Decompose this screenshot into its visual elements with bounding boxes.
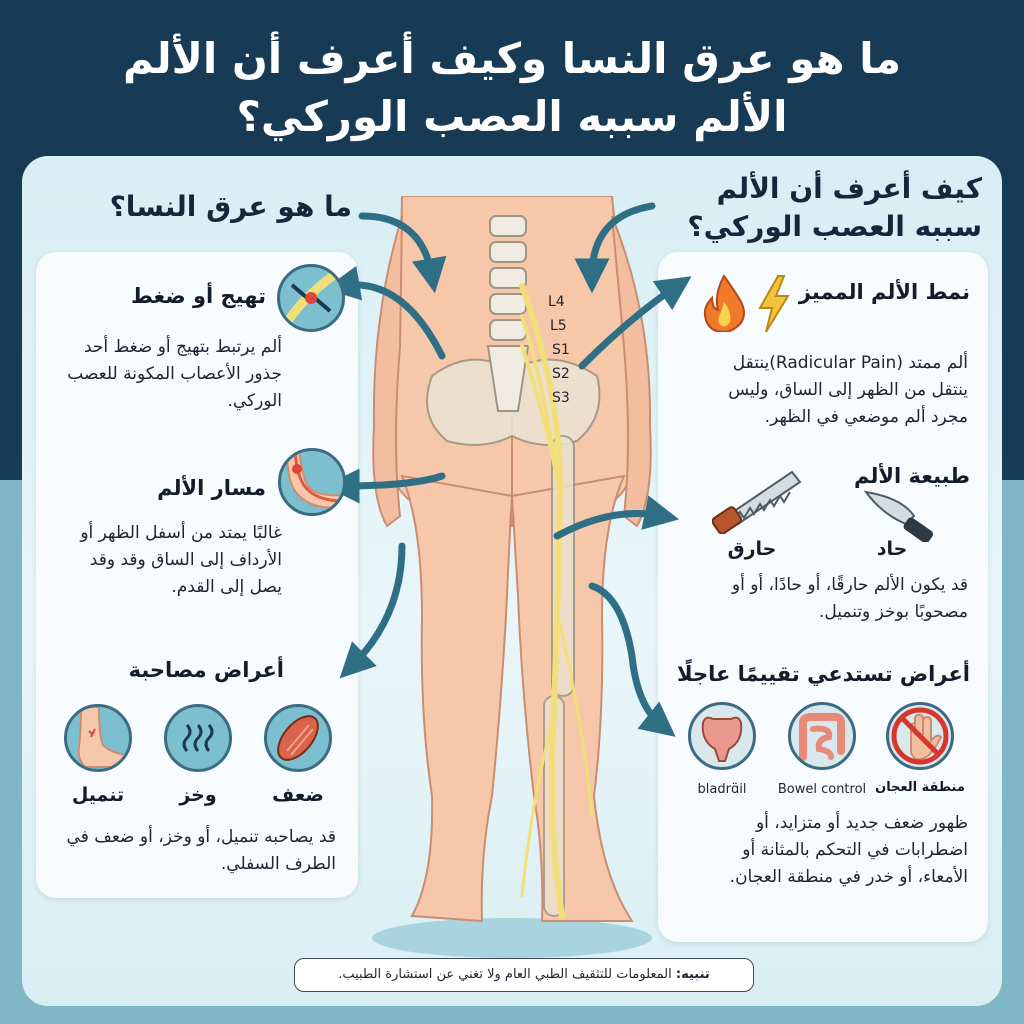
compressed-nerve-icon	[277, 264, 345, 332]
spine-label-L5: L5	[550, 318, 567, 334]
symptom-label-weakness: ضعف	[272, 784, 324, 806]
spine-label-S1: S1	[552, 342, 570, 358]
page-title: ما هو عرق النسا وكيف أعرف أن الألم الألم…	[40, 30, 984, 150]
bladder-icon	[688, 702, 756, 770]
arrow-right-heading	[574, 202, 656, 294]
numb-foot-icon	[64, 704, 132, 772]
right-section-heading: كيف أعرف أن الألم سببه العصب الوركي؟	[662, 170, 982, 246]
right-panel	[658, 252, 988, 942]
urgent-label-perineum: منطقة العجان	[875, 780, 965, 795]
spine-label-S2: S2	[552, 366, 570, 382]
leg-spine-illustration: L4 L5 S1 S2 S3	[372, 196, 652, 958]
lightning-icon	[758, 275, 790, 333]
irritation-title: تهيج أو ضغط	[131, 284, 266, 308]
disclaimer-notice: تنبيه: المعلومات للتثقيف الطبي العام ولا…	[294, 958, 754, 992]
tingling-waves-icon	[164, 704, 232, 772]
pattern-text: ألم ممتد (Radicular Pain)ينتقل ينتقل من …	[728, 353, 968, 427]
left-section-heading: ما هو عرق النسا؟	[72, 188, 352, 226]
spine-vertebrae	[486, 215, 530, 412]
nature-title: طبيعة الألم	[853, 464, 970, 488]
sciatic-nerve	[519, 283, 594, 919]
left-heading-text: ما هو عرق النسا؟	[109, 190, 352, 223]
arrow-left-heading	[358, 212, 447, 294]
irritation-text: ألم يرتبط بتهيج أو ضغط أحد جذور الأعصاب …	[67, 337, 282, 411]
notice-text: المعلومات للتثقيف الطبي العام ولا تغني ع…	[338, 967, 672, 982]
connector-arrows	[324, 202, 692, 737]
arrow-pain-path	[324, 468, 446, 504]
flame-icon	[703, 274, 745, 332]
nerve-path-icon	[278, 448, 346, 516]
spine-label-S3: S3	[552, 390, 570, 406]
nature-label-sharp: حاد	[876, 538, 908, 560]
symptoms-title: أعراض مصاحبة	[128, 658, 284, 682]
title-line-1: ما هو عرق النسا وكيف أعرف أن الألم	[122, 34, 902, 83]
floor-shadow	[372, 918, 652, 958]
arrow-irritation	[324, 265, 446, 360]
saw-icon	[712, 470, 802, 534]
nature-label-burning: حارق	[727, 538, 777, 560]
left-panel	[36, 252, 358, 898]
arrow-nature	[553, 495, 680, 540]
spine-label-L4: L4	[548, 294, 565, 310]
muscle-icon	[264, 704, 332, 772]
right-heading-line-2: سببه العصب الوركي؟	[687, 210, 982, 243]
symptom-label-numbness: تنميل	[71, 784, 125, 806]
knife-icon	[863, 490, 934, 542]
urgent-text: ظهور ضعف جديد أو متزايد، أو اضطرابات في …	[729, 813, 968, 887]
left-leg	[400, 474, 514, 923]
right-heading-line-1: كيف أعرف أن الألم	[716, 172, 982, 205]
no-hand-icon	[886, 702, 954, 770]
urgent-label-bowel: Bowel control	[777, 782, 867, 797]
infographic-canvas: ما هو عرق النسا؟ كيف أعرف أن الألم سببه …	[22, 156, 1002, 1006]
pain-path-text: غالبًا يمتد من أسفل الظهر أو الأرداف إلى…	[80, 523, 282, 597]
title-line-2: الألم سببه العصب الوركي؟	[236, 92, 788, 141]
urgent-title: أعراض تستدعي تقييمًا عاجلًا	[677, 662, 970, 686]
nature-text: قد يكون الألم حارقًا، أو حادًا، أو أو مص…	[731, 575, 968, 622]
intestine-icon	[788, 702, 856, 770]
pain-path-title: مسار الألم	[157, 476, 266, 500]
notice-label: تنبيه:	[675, 967, 710, 982]
arrow-pattern	[578, 276, 692, 370]
symptom-label-tingling: وخز	[179, 784, 217, 806]
arrow-urgent	[588, 582, 676, 737]
urgent-label-bladder: bladrɑ̈il	[697, 782, 747, 797]
arrow-symptoms	[339, 542, 406, 679]
pattern-title: نمط الألم المميز	[798, 280, 970, 304]
symptoms-text: قد يصاحبه تنميل، أو وخز، أو ضعف في الطرف…	[66, 827, 336, 874]
